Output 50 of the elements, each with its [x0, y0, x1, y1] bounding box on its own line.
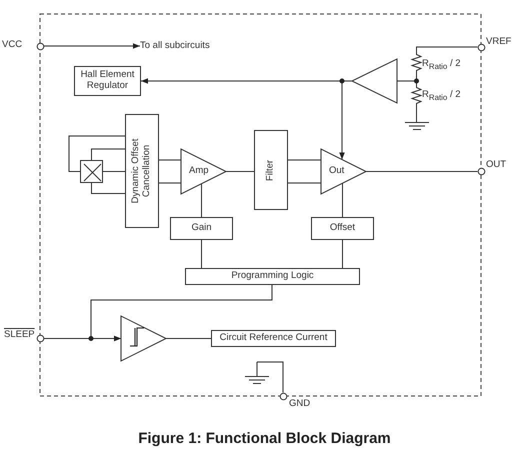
resistor-symbol — [412, 53, 421, 72]
regulator-box: Hall Element Regulator — [74, 66, 141, 96]
wire — [68, 136, 126, 172]
wire — [166, 338, 212, 339]
wire — [226, 171, 254, 172]
amplifier-triangle: Amp — [181, 149, 226, 194]
wire — [288, 159, 322, 160]
wire — [201, 183, 202, 218]
wire — [288, 182, 322, 184]
pin-terminal — [36, 335, 44, 342]
wire — [416, 46, 478, 54]
wire — [342, 182, 343, 218]
pin-terminal — [36, 42, 44, 50]
wire — [43, 43, 140, 49]
wire — [366, 171, 478, 172]
schmitt-trigger-triangle — [121, 316, 166, 361]
pin-label: VREF — [486, 37, 512, 48]
pin-label: OUT — [486, 160, 506, 170]
wire — [342, 240, 343, 268]
signal-label: To all subcircuits — [140, 40, 222, 52]
ground-symbol — [404, 122, 428, 132]
resistor-label: R$_{Ratio}$ / 2 — [422, 90, 461, 103]
reference-current-box: Circuit Reference Current — [211, 330, 336, 347]
gain-box: Gain — [170, 217, 233, 240]
figure-caption: Figure 1: Functional Block Diagram — [137, 430, 392, 447]
resistor-label: R$_{Ratio}$ / 2 — [422, 59, 461, 72]
wire — [201, 240, 202, 268]
pin-terminal — [280, 392, 286, 400]
offset-cancellation-box: Dynamic Offset Cancellation — [125, 114, 159, 228]
ground-symbol — [245, 362, 269, 384]
offset-box: Offset — [311, 217, 374, 240]
pin-label: GND — [289, 399, 310, 410]
hall-element-box — [80, 160, 103, 183]
pin-label: SLEEP — [4, 330, 35, 340]
wire — [43, 336, 122, 342]
wire — [91, 148, 126, 160]
wire — [416, 104, 417, 122]
pin-terminal — [478, 168, 484, 175]
wire — [158, 182, 182, 184]
filter-box: Filter — [254, 130, 288, 210]
output-amplifier-triangle: Out — [321, 149, 366, 194]
wire — [158, 159, 182, 160]
wire — [91, 182, 126, 194]
pin-label: VCC — [2, 40, 22, 50]
buffer-triangle — [352, 59, 397, 103]
resistor-symbol — [412, 86, 421, 105]
logic-box: Programming Logic — [185, 268, 360, 285]
wire — [256, 362, 284, 393]
wire — [102, 170, 126, 172]
pin-terminal — [478, 44, 484, 50]
